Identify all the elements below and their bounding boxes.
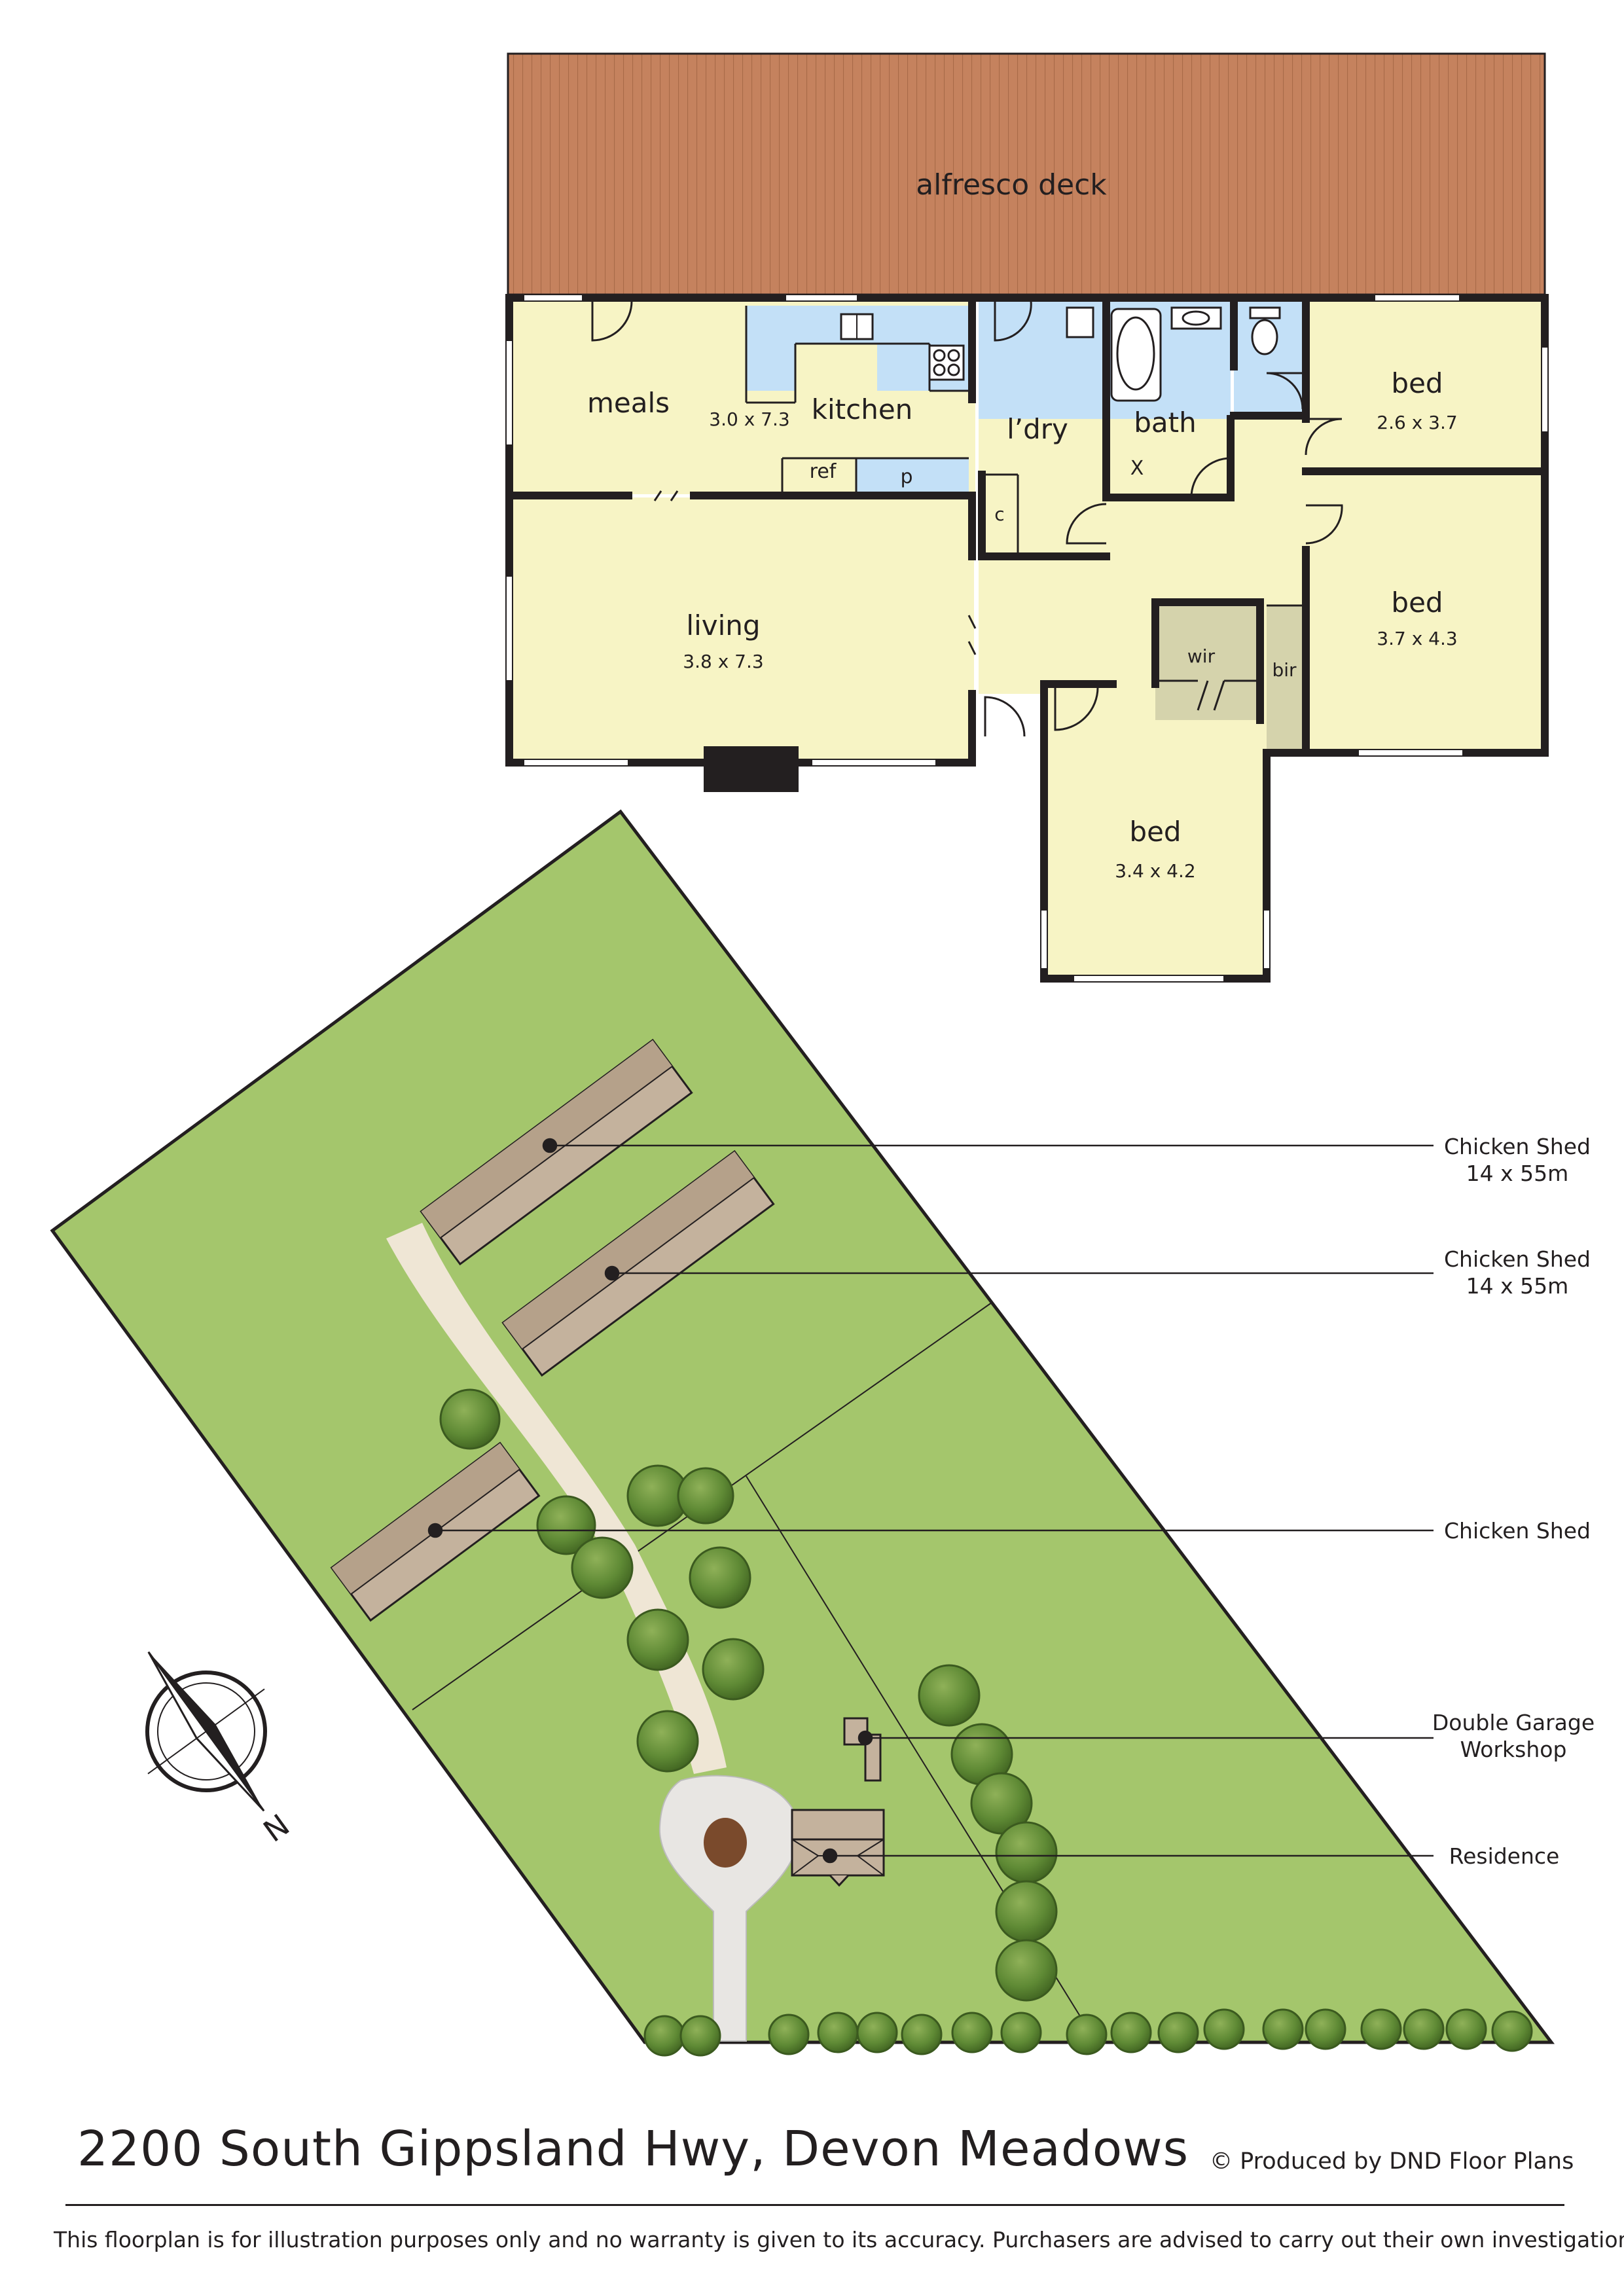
meals-label: meals: [587, 387, 670, 419]
bed2-size: 3.7 x 4.3: [1377, 628, 1457, 649]
chicken-shed-2: [501, 1149, 775, 1377]
turning-circle: [659, 1775, 800, 2042]
bed3-area: [1044, 684, 1267, 979]
wir-label: wir: [1187, 645, 1216, 667]
credit-text: Produced by DND Floor Plans: [1240, 2148, 1574, 2175]
deck-label: alfresco deck: [916, 168, 1107, 202]
toilet-cistern: [1249, 306, 1281, 319]
callout-labels: Chicken Shed 14 x 55m Chicken Shed 14 x …: [1432, 1134, 1595, 1869]
double-garage-workshop: [843, 1717, 882, 1782]
callout-lines: [427, 1138, 1434, 1864]
alfresco-deck: [507, 52, 1546, 296]
bed1-label: bed: [1391, 367, 1443, 399]
bed3-size: 3.4 x 4.2: [1115, 860, 1195, 882]
cooktop: [928, 344, 965, 381]
pantry-label: p: [900, 465, 912, 488]
callout-2-line2: 14 x 55m: [1466, 1273, 1569, 1299]
kitchen-size: 3.0 x 7.3: [709, 408, 789, 430]
footer-divider: [65, 2204, 1564, 2206]
garden-bed: [704, 1818, 747, 1868]
callout-3-line1: Chicken Shed: [1444, 1518, 1591, 1544]
callout-4-line1: Double Garage: [1432, 1710, 1595, 1735]
copyright-icon: ©: [1210, 2148, 1233, 2175]
thin-lines: [745, 306, 1303, 682]
wir-area: [1155, 602, 1260, 720]
fixtures: [840, 306, 1281, 402]
callout-5-line1: Residence: [1449, 1843, 1560, 1869]
windows: [505, 294, 1549, 983]
cupboard-c: [982, 475, 1018, 556]
living-label: living: [686, 609, 760, 642]
kitchen-label: kitchen: [812, 393, 913, 425]
cupboard-label: c: [994, 503, 1004, 525]
trees: [439, 1388, 1533, 2057]
ref-label: ref: [810, 460, 837, 483]
residence: [791, 1809, 885, 1887]
floor-plan: alfresco deck: [505, 52, 1549, 983]
property-address: 2200 South Gippsland Hwy, Devon Meadows: [77, 2121, 1189, 2177]
bed2-area: [1306, 471, 1545, 751]
toilet-bowl: [1251, 319, 1278, 355]
kitchen-counter-side: [795, 344, 877, 403]
doors: [591, 300, 1343, 737]
driveway: [386, 1223, 727, 1774]
disclaimer: This floorplan is for illustration purpo…: [54, 2227, 1624, 2252]
laundry-tub: [1066, 306, 1094, 338]
property-boundary: [50, 809, 1555, 2044]
bath-label: bath: [1134, 407, 1196, 439]
bed1-area: [1306, 298, 1545, 468]
callout-2-line1: Chicken Shed: [1444, 1246, 1591, 1272]
room-labels: meals 3.0 x 7.3 kitchen ref p c l’dry ba…: [587, 367, 1458, 882]
bir-label: bir: [1272, 659, 1297, 681]
living-area: [509, 497, 974, 763]
site-plan: Chicken Shed 14 x 55m Chicken Shed 14 x …: [50, 809, 1595, 2057]
bath-fixture-mark: X: [1130, 457, 1144, 480]
compass-north-label: N: [257, 1806, 296, 1848]
callout-1-line2: 14 x 55m: [1466, 1161, 1569, 1186]
north-compass: N: [145, 1651, 296, 1848]
laundry-label: l’dry: [1007, 413, 1068, 445]
bir-area: [1267, 605, 1303, 751]
callout-1-line1: Chicken Shed: [1444, 1134, 1591, 1159]
pantry-counter: [856, 458, 969, 492]
callout-4-line2: Workshop: [1460, 1737, 1567, 1762]
bed2-label: bed: [1391, 587, 1443, 619]
bed1-size: 2.6 x 3.7: [1377, 412, 1457, 433]
bed3-label: bed: [1129, 816, 1181, 848]
living-size: 3.8 x 7.3: [683, 651, 763, 672]
credit: © Produced by DND Floor Plans: [1210, 2148, 1574, 2175]
fireplace: [704, 746, 799, 792]
